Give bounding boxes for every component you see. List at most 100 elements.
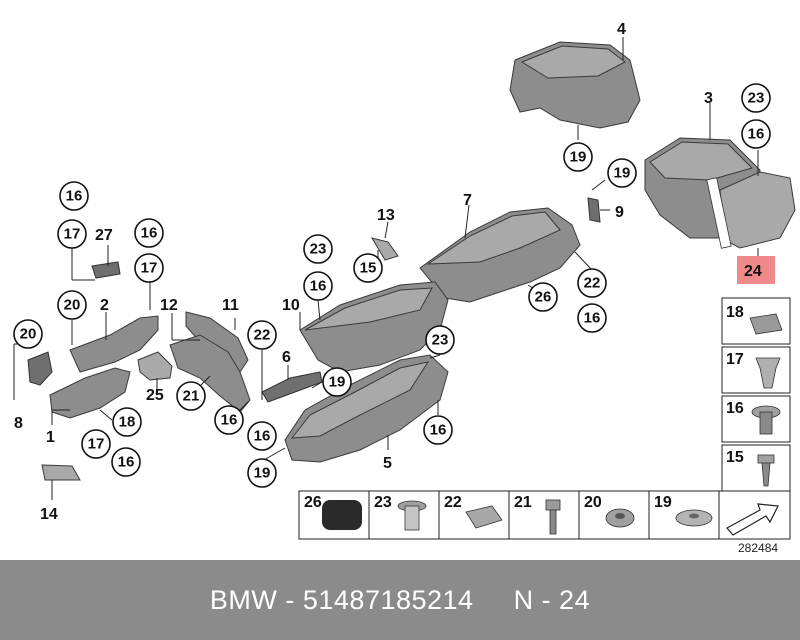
callout-text: 21 bbox=[183, 388, 200, 405]
legend-label: 15 bbox=[726, 449, 744, 466]
callout-text: 16 bbox=[66, 188, 83, 205]
legend-box-16[interactable] bbox=[721, 395, 791, 443]
callout-text: 16 bbox=[584, 310, 601, 327]
hex-bolt-shank-icon bbox=[549, 509, 557, 535]
label-part-9: 9 bbox=[615, 204, 624, 221]
callout-26[interactable]: 26 bbox=[528, 282, 558, 312]
callout-16[interactable]: 16 bbox=[577, 303, 607, 333]
callout-22[interactable]: 22 bbox=[247, 320, 277, 350]
callout-text: 23 bbox=[432, 332, 449, 349]
callout-text: 23 bbox=[310, 241, 327, 258]
callout-text: 22 bbox=[584, 275, 601, 292]
callout-23[interactable]: 23 bbox=[425, 325, 455, 355]
callout-text: 17 bbox=[88, 436, 105, 453]
callout-16[interactable]: 16 bbox=[134, 218, 164, 248]
callout-16[interactable]: 16 bbox=[247, 421, 277, 451]
part-9-clip[interactable] bbox=[587, 197, 601, 223]
arrow-symbol-icon bbox=[726, 503, 779, 536]
part-8-bracket[interactable] bbox=[27, 351, 53, 386]
washer-hole-icon bbox=[689, 513, 699, 519]
screw-head-icon bbox=[757, 454, 775, 464]
legend-box-15[interactable] bbox=[721, 444, 791, 492]
legend-box-17[interactable] bbox=[721, 346, 791, 394]
callout-17[interactable]: 17 bbox=[81, 429, 111, 459]
callout-text: 15 bbox=[360, 260, 377, 277]
part-27-clip[interactable] bbox=[91, 261, 121, 279]
callout-text: 26 bbox=[535, 289, 552, 306]
footer-part-number: BMW - 51487185214 N - 24 bbox=[209, 584, 591, 615]
part-7-top-face bbox=[426, 211, 561, 265]
u-nut-icon[interactable] bbox=[465, 505, 503, 529]
callout-text: 16 bbox=[310, 278, 327, 295]
callout-19[interactable]: 19 bbox=[563, 142, 593, 172]
callout-23[interactable]: 23 bbox=[303, 234, 333, 264]
callout-16[interactable]: 16 bbox=[423, 415, 453, 445]
callout-text: 17 bbox=[141, 260, 158, 277]
label-part-14: 14 bbox=[40, 506, 58, 523]
legend-label: 17 bbox=[726, 351, 744, 368]
callout-16[interactable]: 16 bbox=[214, 405, 244, 435]
rubber-strip-icon[interactable] bbox=[322, 500, 362, 530]
callout-16[interactable]: 16 bbox=[303, 271, 333, 301]
clip-nut-icon bbox=[749, 313, 783, 335]
legend-label: 21 bbox=[514, 494, 532, 511]
label-part-5: 5 bbox=[383, 455, 392, 472]
callout-23[interactable]: 23 bbox=[741, 83, 771, 113]
callout-19[interactable]: 19 bbox=[607, 158, 637, 188]
callout-21[interactable]: 21 bbox=[176, 381, 206, 411]
flange-nut-hole-icon bbox=[615, 513, 625, 519]
callout-text: 16 bbox=[221, 412, 238, 429]
label-part-2: 2 bbox=[100, 297, 109, 314]
exploded-parts-diagram: 4 3 7 13 9 27 2 12 11 10 6 25 8 1 5 14 2… bbox=[13, 21, 796, 540]
label-part-3: 3 bbox=[704, 90, 713, 107]
callout-text: 19 bbox=[570, 149, 587, 166]
label-part-25: 25 bbox=[146, 387, 164, 404]
callout-16[interactable]: 16 bbox=[741, 119, 771, 149]
callout-text: 16 bbox=[141, 225, 158, 242]
label-part-24[interactable]: 24 bbox=[744, 263, 762, 280]
part-3-top-face bbox=[649, 141, 753, 181]
part-10-top-face bbox=[304, 287, 433, 331]
label-part-6: 6 bbox=[282, 349, 291, 366]
callout-16[interactable]: 16 bbox=[111, 447, 141, 477]
callout-17[interactable]: 17 bbox=[57, 219, 87, 249]
callout-text: 16 bbox=[748, 126, 765, 143]
bottom-legend: 26 23 22 21 20 19 bbox=[298, 490, 791, 540]
part-2-shield[interactable] bbox=[69, 315, 159, 373]
callout-19[interactable]: 19 bbox=[322, 367, 352, 397]
callout-22[interactable]: 22 bbox=[577, 268, 607, 298]
callout-16[interactable]: 16 bbox=[59, 181, 89, 211]
part-1-shield[interactable] bbox=[49, 367, 131, 419]
callout-text: 23 bbox=[748, 90, 765, 107]
part-4-top-face bbox=[520, 45, 626, 79]
callout-19[interactable]: 19 bbox=[247, 458, 277, 488]
callout-text: 16 bbox=[118, 454, 135, 471]
footer-bar: BMW - 51487185214 N - 24 bbox=[0, 560, 800, 640]
callout-text: 16 bbox=[430, 422, 447, 439]
part-5-top-face bbox=[290, 361, 430, 439]
legend-label: 16 bbox=[726, 400, 744, 417]
callout-17[interactable]: 17 bbox=[134, 253, 164, 283]
label-part-11: 11 bbox=[222, 297, 239, 314]
part-13-clip[interactable] bbox=[370, 237, 399, 261]
side-legend: 18 17 16 15 bbox=[721, 297, 791, 492]
part-14-pad[interactable] bbox=[41, 464, 81, 481]
callout-text: 16 bbox=[254, 428, 271, 445]
label-part-12: 12 bbox=[160, 297, 178, 314]
part-12-shield[interactable] bbox=[169, 334, 251, 413]
spreading-nut-body-icon bbox=[404, 505, 420, 531]
label-part-10: 10 bbox=[282, 297, 300, 314]
callout-15[interactable]: 15 bbox=[353, 253, 383, 283]
callout-18[interactable]: 18 bbox=[112, 407, 142, 437]
bottom-legend-frame bbox=[298, 490, 791, 540]
callout-text: 19 bbox=[254, 465, 271, 482]
label-part-4: 4 bbox=[617, 21, 626, 38]
legend-label: 20 bbox=[584, 494, 602, 511]
label-part-13: 13 bbox=[377, 207, 395, 224]
hex-bolt-head-icon[interactable] bbox=[545, 499, 561, 511]
part-25-shield[interactable] bbox=[137, 351, 173, 381]
callout-20[interactable]: 20 bbox=[13, 319, 43, 349]
callout-20[interactable]: 20 bbox=[57, 290, 87, 320]
collar-nut-body-icon bbox=[759, 411, 773, 435]
highlight-24-box bbox=[737, 256, 775, 284]
